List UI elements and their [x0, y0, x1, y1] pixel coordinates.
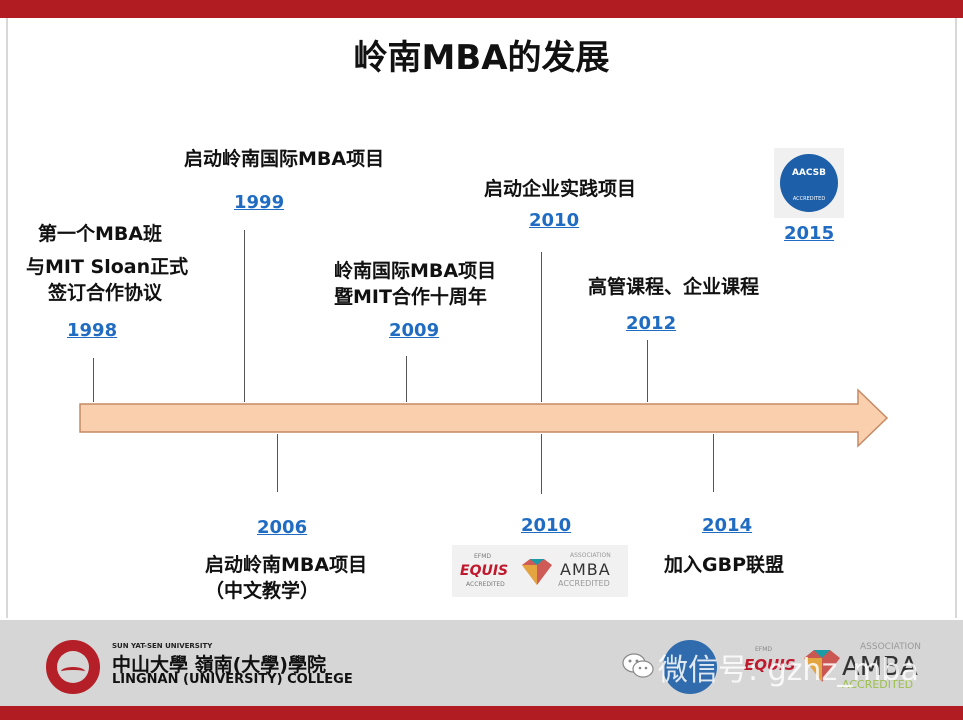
right-border-line — [955, 18, 957, 618]
equis-amba-badges: EFMD EQUIS ACCREDITED ASSOCIATION AMBA A… — [452, 545, 628, 597]
college-name-cn: 中山大學 嶺南(大學)學院 — [112, 654, 326, 676]
event-1999-label: 启动岭南国际MBA项目 — [184, 148, 385, 170]
event-1998-line-3: 签订合作协议 — [48, 282, 163, 304]
top-banner — [0, 0, 963, 18]
year-1999[interactable]: 1999 — [234, 192, 285, 213]
tick-2006 — [277, 434, 278, 492]
footer-aacsb-logo-icon — [663, 640, 717, 694]
year-2015[interactable]: 2015 — [784, 223, 835, 244]
aacsb-logo-icon — [780, 154, 838, 212]
footer-amba-sub: ACCREDITED — [842, 678, 914, 691]
tick-2012 — [647, 340, 648, 402]
year-2012[interactable]: 2012 — [626, 313, 677, 334]
tick-1999 — [244, 230, 245, 402]
event-2009-line-1: 岭南国际MBA项目 — [334, 260, 497, 282]
event-2006-label: 启动岭南MBA项目 （中文教学） — [205, 552, 367, 604]
event-2012-label: 高管课程、企业课程 — [588, 276, 760, 298]
year-2006[interactable]: 2006 — [257, 517, 308, 538]
tick-2010-bottom — [541, 434, 542, 494]
event-1998-line-2: 与MIT Sloan正式 — [26, 256, 189, 278]
amba-top-text: ASSOCIATION — [570, 552, 611, 559]
event-1998-label-2: 与MIT Sloan正式 签订合作协议 — [26, 254, 206, 306]
event-2014-label: 加入GBP联盟 — [664, 554, 785, 576]
year-2010-bottom[interactable]: 2010 — [521, 515, 572, 536]
equis-logo: EQUIS — [460, 563, 509, 579]
year-1998[interactable]: 1998 — [67, 320, 118, 341]
wechat-watermark: 微信号: gzhz_mba — [658, 653, 919, 688]
tick-2009 — [406, 356, 407, 402]
aacsb-badge-name: AACSB — [791, 168, 827, 178]
footer-equis-top: EFMD — [755, 646, 773, 653]
aacsb-badge-sub: ACCREDITED — [792, 196, 826, 202]
aacsb-badge: AACSB ACCREDITED — [774, 148, 844, 218]
event-2006-line-2: （中文教学） — [205, 580, 320, 602]
college-logo-icon — [46, 640, 100, 694]
year-2009[interactable]: 2009 — [389, 320, 440, 341]
event-1998-label: 第一个MBA班 — [20, 221, 180, 247]
event-2010-top-label: 启动企业实践项目 — [484, 178, 637, 200]
college-name-small: SUN YAT-SEN UNIVERSITY — [112, 642, 213, 650]
equis-top-text: EFMD — [474, 553, 492, 560]
tick-1998 — [93, 358, 94, 402]
amba-diamond-icon — [522, 559, 552, 585]
page-title: 岭南MBA的发展 — [353, 38, 610, 78]
footer-amba-top: ASSOCIATION — [860, 642, 922, 652]
tick-2010-top — [541, 252, 542, 402]
year-2010-top[interactable]: 2010 — [529, 210, 580, 231]
footer-bottom-bar — [0, 706, 963, 720]
footer-amba-logo: AMBA — [842, 652, 918, 682]
event-2006-line-1: 启动岭南MBA项目 — [205, 554, 368, 576]
year-2014[interactable]: 2014 — [702, 515, 753, 536]
equis-sub-text: ACCREDITED — [466, 581, 505, 588]
left-border-line — [6, 18, 8, 618]
college-name-en: LINGNAN (UNIVERSITY) COLLEGE — [112, 672, 353, 687]
event-2009-label: 岭南国际MBA项目 暨MIT合作十周年 — [334, 258, 496, 310]
footer-equis-logo: EQUIS — [744, 656, 796, 674]
event-2009-line-2: 暨MIT合作十周年 — [334, 286, 487, 308]
footer-band — [0, 620, 963, 706]
tick-2014 — [713, 434, 714, 492]
amba-logo: AMBA — [560, 560, 611, 579]
wechat-icon — [622, 653, 654, 678]
event-1998-line-1: 第一个MBA班 — [37, 223, 163, 245]
footer-amba-diamond-icon — [804, 650, 840, 682]
amba-sub-text: ACCREDITED — [558, 579, 610, 588]
